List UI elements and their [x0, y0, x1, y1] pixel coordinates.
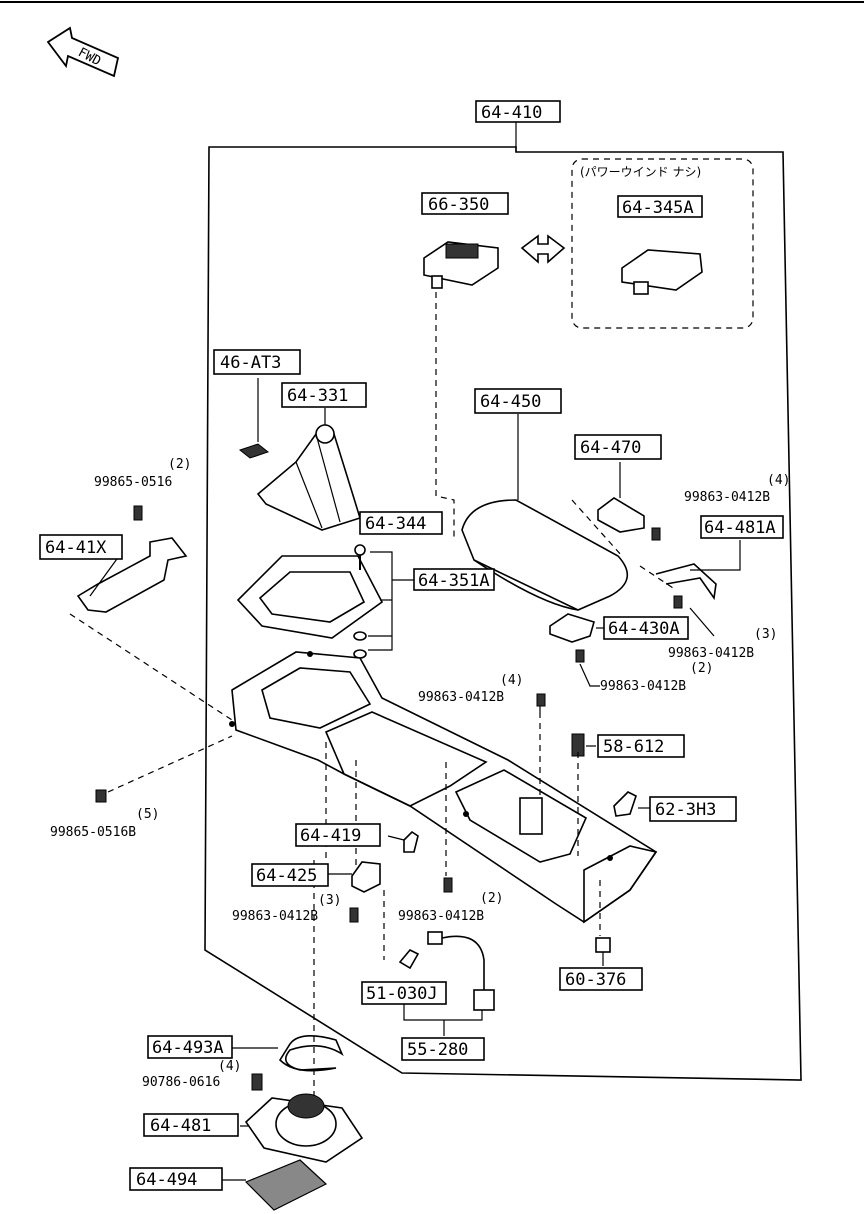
part-label-text: 64-344: [365, 514, 426, 534]
switch-drawing: [326, 861, 381, 893]
part-label-64-450: 64-450: [474, 388, 562, 414]
fastener-qty: (2): [480, 891, 503, 906]
indicator-drawing: [238, 443, 270, 459]
part-label-64-481: 64-481: [143, 1113, 239, 1137]
screw-icon: [536, 693, 546, 707]
fastener-number: 99863-0412B: [600, 679, 686, 694]
part-label-66-350: 66-350: [421, 192, 509, 215]
latch-bracket-drawing: [549, 613, 595, 643]
part-label-64-493A: 64-493A: [147, 1035, 233, 1059]
screw-icon: [349, 877, 453, 923]
part-label-text: 64-345A: [622, 198, 694, 218]
power-window-group: [571, 158, 754, 329]
part-label-text: 64-41X: [45, 538, 107, 558]
part-label-text: 64-331: [287, 386, 348, 406]
fwd-arrow-icon: FWD: [46, 26, 120, 78]
part-label-64-41X: 64-41X: [39, 534, 123, 560]
blank-cover-drawing: [621, 249, 703, 295]
fastener-number: 99865-0516: [94, 475, 172, 490]
part-label-text: 60-376: [565, 970, 626, 990]
fastener-number: 99863-0412B: [418, 690, 504, 705]
fastener-qty: (3): [318, 893, 341, 908]
part-label-64-345A: 64-345A: [617, 195, 703, 218]
screw-icon: [575, 649, 585, 663]
fastener-qty: (3): [754, 627, 777, 642]
fastener-number: 99863-0412B: [684, 490, 770, 505]
shift-boot-drawing: [256, 424, 361, 531]
screw-icon: [651, 527, 661, 541]
fastener-qty: (4): [218, 1059, 241, 1074]
part-label-62-3H3: 62-3H3: [649, 796, 737, 822]
power-window-note: (パワーウインド ナシ): [580, 165, 701, 179]
part-label-64-331: 64-331: [281, 382, 367, 408]
plug-drawing: [613, 791, 637, 817]
part-label-text: 58-612: [603, 737, 664, 757]
screw-icon: [133, 505, 143, 521]
side-bracket-drawing: [76, 537, 188, 613]
fastener-qty: (2): [168, 457, 191, 472]
part-label-64-410: 64-410: [475, 100, 561, 123]
part-label-text: 64-494: [136, 1170, 197, 1190]
part-label-51-030J: 51-030J: [361, 981, 447, 1005]
part-label-text: 62-3H3: [655, 800, 716, 820]
fastener-qty: (4): [767, 473, 790, 488]
swap-arrow-icon: [520, 234, 566, 264]
screw-icon: [95, 789, 107, 803]
fastener-number: 90786-0616: [142, 1075, 220, 1090]
part-label-64-494: 64-494: [129, 1167, 223, 1191]
screw-icon: [673, 595, 683, 609]
fastener-qty: (2): [690, 661, 713, 676]
snap-ring-drawing: [278, 1035, 344, 1072]
part-label-64-481A: 64-481A: [700, 515, 784, 539]
hinge-drawing: [597, 462, 645, 533]
part-label-text: 64-419: [300, 826, 361, 846]
pad-drawing: [244, 1159, 328, 1211]
fastener-qty: (4): [500, 673, 523, 688]
fastener-number: 99863-0412B: [398, 909, 484, 924]
part-label-text: 64-351A: [418, 571, 490, 591]
part-label-text: 64-425: [256, 866, 317, 886]
part-label-text: 64-450: [480, 392, 541, 412]
fastener-number: 99863-0412B: [232, 909, 318, 924]
shift-plate-drawing: [236, 555, 384, 639]
part-label-text: 64-481A: [704, 518, 776, 538]
window-switch-drawing: [423, 241, 499, 289]
fastener-qty: (5): [136, 807, 159, 822]
console-body-drawing: [229, 651, 658, 924]
fastener-number: 99863-0412B: [668, 646, 754, 661]
part-label-64-470: 64-470: [574, 434, 662, 460]
part-label-text: 64-410: [481, 103, 542, 123]
part-label-text: 64-430A: [608, 619, 680, 639]
part-label-text: 55-280: [407, 1040, 468, 1060]
part-label-64-430A: 64-430A: [603, 616, 689, 640]
part-label-text: 46-AT3: [220, 353, 281, 373]
part-label-55-280: 55-280: [401, 1037, 485, 1061]
latch-drawing: [655, 563, 717, 601]
screw-icon: [353, 544, 367, 659]
part-label-text: 64-493A: [152, 1038, 224, 1058]
part-label-text: 64-470: [580, 438, 641, 458]
part-label-58-612: 58-612: [597, 734, 685, 758]
screw-icon: [251, 1073, 263, 1091]
part-label-text: 66-350: [428, 195, 489, 215]
part-label-64-425: 64-425: [251, 863, 329, 887]
part-label-60-376: 60-376: [559, 967, 643, 991]
shift-base-drawing: [244, 1093, 364, 1163]
wire-harness-drawing: [398, 931, 495, 1011]
fastener-number: 99865-0516B: [50, 825, 136, 840]
part-label-46-AT3: 46-AT3: [213, 349, 301, 375]
bushing-drawing: [595, 937, 611, 953]
part-label-text: 51-030J: [366, 984, 438, 1004]
part-label-text: 64-481: [150, 1116, 211, 1136]
clip-drawing: [387, 830, 419, 853]
guide-lines: [69, 292, 677, 1096]
clip-drawing: [571, 733, 596, 757]
part-label-64-351A: 64-351A: [413, 568, 495, 591]
part-label-64-419: 64-419: [295, 823, 381, 847]
part-label-64-344: 64-344: [359, 511, 443, 535]
